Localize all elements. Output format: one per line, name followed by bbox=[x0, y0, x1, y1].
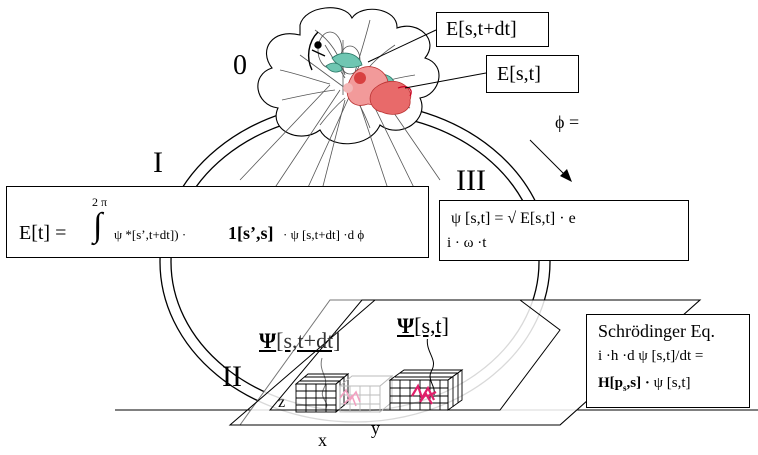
pink-spikes-left bbox=[339, 388, 361, 407]
label-three: III bbox=[456, 164, 486, 197]
energy-integral-sign: ∫ bbox=[93, 207, 103, 244]
schrodinger-h-rest: ,s] · bbox=[626, 375, 650, 391]
phi-arrow-line bbox=[529, 139, 567, 177]
axis-label-z: z bbox=[278, 394, 286, 411]
plane-label-psi-dt: Ψ[s,t+dt] bbox=[259, 328, 341, 354]
plane-psi-front bbox=[228, 299, 702, 426]
axis-label-y: y bbox=[371, 418, 380, 438]
energy-lhs: E[t] = bbox=[19, 222, 67, 244]
clock-hands bbox=[307, 31, 326, 71]
phi-arrow-head bbox=[560, 169, 572, 182]
energy-tail: · ψ [s,t+dt] ·d ϕ bbox=[283, 227, 365, 242]
schrodinger-line3: H[ps,s] · ψ [s,t] bbox=[598, 375, 691, 393]
schrodinger-line2: i ·h ·d ψ [s,t]/dt = bbox=[598, 348, 704, 364]
plane-label-psi: Ψ[s,t] bbox=[397, 313, 449, 339]
energy-equation-box: E[t] = 2 π ∫ ψ *[s’,t+dt]) · 1[s’,s] · ψ… bbox=[6, 186, 429, 258]
connector-e bbox=[404, 72, 487, 89]
energy-integrand: ψ *[s’,t+dt]) · bbox=[114, 227, 187, 242]
magenta-spikes-right bbox=[411, 383, 437, 405]
grid-cube-right bbox=[388, 369, 464, 411]
grid-cube-middle bbox=[338, 375, 394, 413]
box-e-s-t-text: E[s,t] bbox=[497, 63, 541, 85]
label-zero: 0 bbox=[233, 50, 247, 81]
label-two: II bbox=[222, 360, 242, 393]
label-phi: ϕ = bbox=[555, 112, 580, 132]
energy-upper-limit: 2 π bbox=[92, 195, 108, 209]
schrodinger-title: Schrödinger Eq. bbox=[598, 321, 715, 341]
plane-psi-dt-symbol: Ψ bbox=[259, 328, 277, 353]
box-e-s-t-dt-text: E[s,t+dt] bbox=[446, 18, 517, 40]
psi-eq-line1: ψ [s,t] = √ E[s,t] · e bbox=[451, 210, 576, 227]
plane-psi-symbol: Ψ bbox=[397, 313, 415, 338]
energy-operator: 1[s’,s] bbox=[228, 223, 274, 243]
label-one: I bbox=[153, 146, 163, 179]
schrodinger-tail: ψ [s,t] bbox=[653, 375, 691, 391]
schrodinger-h-sub: s bbox=[623, 383, 627, 393]
plane-psi-args: [s,t] bbox=[414, 313, 449, 338]
box-e-s-t-dt: E[s,t+dt] bbox=[436, 12, 549, 47]
axis-label-x: x bbox=[318, 430, 327, 450]
plane-psi-dt-args: [s,t+dt] bbox=[276, 328, 341, 353]
red-blobs bbox=[343, 66, 412, 115]
psi-eq-line2: i · ω ·t bbox=[447, 235, 487, 251]
psi-equation-box: ψ [s,t] = √ E[s,t] · e i · ω ·t bbox=[439, 200, 689, 261]
schrodinger-box: Schrödinger Eq. i ·h ·d ψ [s,t]/dt = H[p… bbox=[586, 314, 750, 408]
connector-e-dt bbox=[367, 29, 437, 63]
box-e-s-t: E[s,t] bbox=[486, 55, 579, 93]
schrodinger-h: H[p bbox=[598, 375, 624, 391]
